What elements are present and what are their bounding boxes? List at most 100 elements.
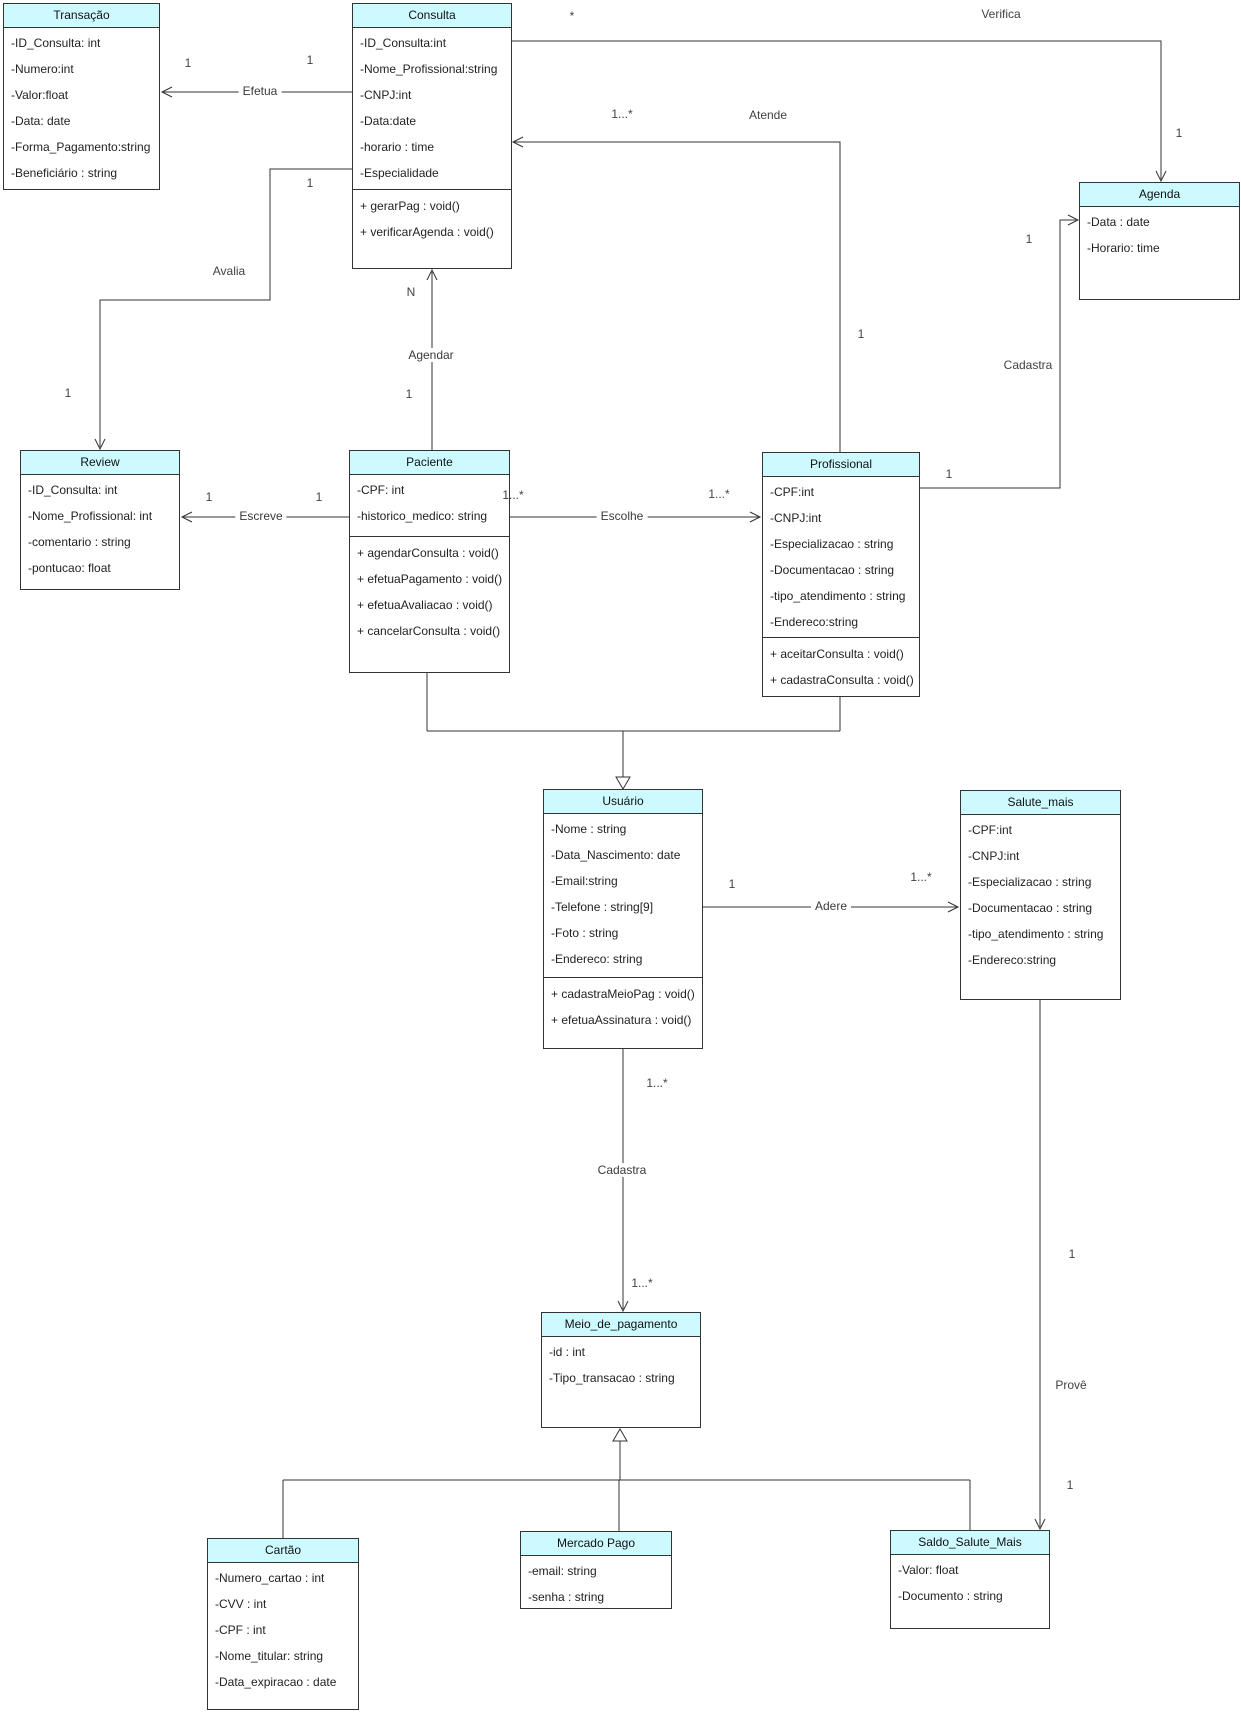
attribute: -Nome : string [551,822,627,836]
attribute: -Endereco:string [770,615,859,629]
class-title-mercado-pago: Mercado Pago [521,1532,671,1556]
class-agenda[interactable]: Agenda -Data : date -Horario: time [1079,182,1240,300]
attribute: -Data_Nascimento: date [551,848,681,862]
attribute: -CPF : int [215,1623,266,1637]
attribute: -senha : string [528,1590,605,1604]
attribute: -ID_Consulta: int [28,483,118,497]
association-name-verifica: Verifica [981,7,1021,21]
multiplicity-adere-usuario: 1 [728,877,736,891]
class-consulta[interactable]: Consulta -ID_Consulta:int -Nome_Profissi… [352,3,512,269]
multiplicity-efetua-transacao: 1 [184,56,192,70]
attribute: -Tipo_transacao : string [549,1371,675,1385]
class-title-consulta: Consulta [353,4,511,28]
association-line-avalia [99,168,352,447]
arrow-open-avalia [94,438,106,451]
class-title-review: Review [21,451,179,475]
class-profissional[interactable]: Profissional -CPF:int -CNPJ:int -Especia… [762,452,920,697]
association-name-escreve: Escreve [235,509,287,523]
association-name-cadastra-agenda: Cadastra [1003,358,1053,372]
multiplicity-escreve-paciente: 1 [315,490,323,504]
multiplicity-agendar-paciente: 1 [405,387,413,401]
attribute: -Endereco: string [551,952,643,966]
attribute: -Horario: time [1087,241,1160,255]
operation: + efetuaPagamento : void() [357,572,503,586]
class-title-saldo-salute-mais: Saldo_Salute_Mais [891,1531,1049,1555]
class-attributes-saldo-salute-mais: -Valor: float -Documento : string [891,1555,1049,1609]
class-title-salute-mais: Salute_mais [961,791,1120,815]
multiplicity-verifica-consulta: * [569,9,575,23]
attribute: -Beneficiário : string [11,166,118,180]
attribute: -CNPJ:int [360,88,412,102]
class-usuario[interactable]: Usuário -Nome : string -Data_Nascimento:… [543,789,703,1049]
multiplicity-escolhe-profissional: 1...* [708,487,730,501]
class-attributes-agenda: -Data : date -Horario: time [1080,207,1239,261]
multiplicity-escolhe-paciente: 1...* [502,488,524,502]
attribute: -Telefone : string[9] [551,900,654,914]
class-salute-mais[interactable]: Salute_mais -CPF:int -CNPJ:int -Especial… [960,790,1121,1000]
class-title-profissional: Profissional [763,453,919,477]
operation: + gerarPag : void() [360,199,460,213]
class-operations-usuario: + cadastraMeioPag : void() + efetuaAssin… [544,977,702,1033]
attribute: -tipo_atendimento : string [968,927,1104,941]
operation: + aceitarConsulta : void() [770,647,904,661]
attribute: -Documento : string [898,1589,1003,1603]
class-saldo-salute-mais[interactable]: Saldo_Salute_Mais -Valor: float -Documen… [890,1530,1050,1629]
attribute: -ID_Consulta:int [360,36,447,50]
class-attributes-review: -ID_Consulta: int -Nome_Profissional: in… [21,475,179,581]
arrow-open-prove [1034,1518,1046,1531]
class-title-transacao: Transação [4,4,159,28]
attribute: -ID_Consulta: int [11,36,101,50]
class-title-usuario: Usuário [544,790,702,814]
class-mercado-pago[interactable]: Mercado Pago -email: string -senha : str… [520,1531,672,1609]
multiplicity-cadastra-meio: 1...* [631,1276,653,1290]
association-name-efetua: Efetua [238,84,282,98]
class-cartao[interactable]: Cartão -Numero_cartao : int -CVV : int -… [207,1538,359,1710]
operation: + efetuaAssinatura : void() [551,1013,692,1027]
attribute: -Data: date [11,114,71,128]
association-name-agendar: Agendar [404,348,458,362]
class-meio-de-pagamento[interactable]: Meio_de_pagamento -id : int -Tipo_transa… [541,1312,701,1428]
attribute: -Data_expiracao : date [215,1675,337,1689]
attribute: -CNPJ:int [968,849,1020,863]
multiplicity-atende-profissional: 1 [857,327,865,341]
class-paciente[interactable]: Paciente -CPF: int -historico_medico: st… [349,450,510,673]
multiplicity-avalia-review: 1 [64,386,72,400]
class-operations-profissional: + aceitarConsulta : void() + cadastraCon… [763,637,919,693]
association-line-cadastra-agenda [920,219,1076,489]
operation: + cancelarConsulta : void() [357,624,501,638]
class-title-agenda: Agenda [1080,183,1239,207]
class-attributes-salute-mais: -CPF:int -CNPJ:int -Especializacao : str… [961,815,1120,973]
attribute: -Email:string [551,874,618,888]
multiplicity-cadastra-profissional: 1 [945,467,953,481]
arrow-open-efetua [160,86,173,98]
multiplicity-agendar-consulta: N [406,285,416,299]
multiplicity-atende-consulta: 1...* [611,107,633,121]
class-title-cartao: Cartão [208,1539,358,1563]
association-name-avalia: Avalia [212,264,246,278]
class-title-meio-de-pagamento: Meio_de_pagamento [542,1313,700,1337]
class-review[interactable]: Review -ID_Consulta: int -Nome_Profissio… [20,450,180,590]
generalization-line-usuario [426,673,841,777]
arrow-open-escolhe [749,511,762,523]
class-transacao[interactable]: Transação -ID_Consulta: int -Numero:int … [3,3,160,190]
arrow-open-adere [947,901,960,913]
class-attributes-transacao: -ID_Consulta: int -Numero:int -Valor:flo… [4,28,159,186]
attribute: -tipo_atendimento : string [770,589,906,603]
arrow-open-cadastra-meio [617,1300,629,1313]
multiplicity-cadastra-agenda: 1 [1025,232,1033,246]
attribute: -Forma_Pagamento:string [11,140,151,154]
multiplicity-avalia-consulta: 1 [306,176,314,190]
class-attributes-paciente: -CPF: int -historico_medico: string [350,475,509,536]
attribute: -email: string [528,1564,597,1578]
arrow-open-verifica [1155,170,1167,183]
operation: + cadastraConsulta : void() [770,673,914,687]
attribute: -id : int [549,1345,586,1359]
class-attributes-profissional: -CPF:int -CNPJ:int -Especializacao : str… [763,477,919,637]
multiplicity-prove-saldo: 1 [1066,1478,1074,1492]
generalization-triangle-meio [612,1428,628,1442]
association-name-atende: Atende [748,108,788,122]
class-attributes-cartao: -Numero_cartao : int -CVV : int -CPF : i… [208,1563,358,1695]
attribute: -Data : date [1087,215,1150,229]
attribute: -Endereco:string [968,953,1057,967]
